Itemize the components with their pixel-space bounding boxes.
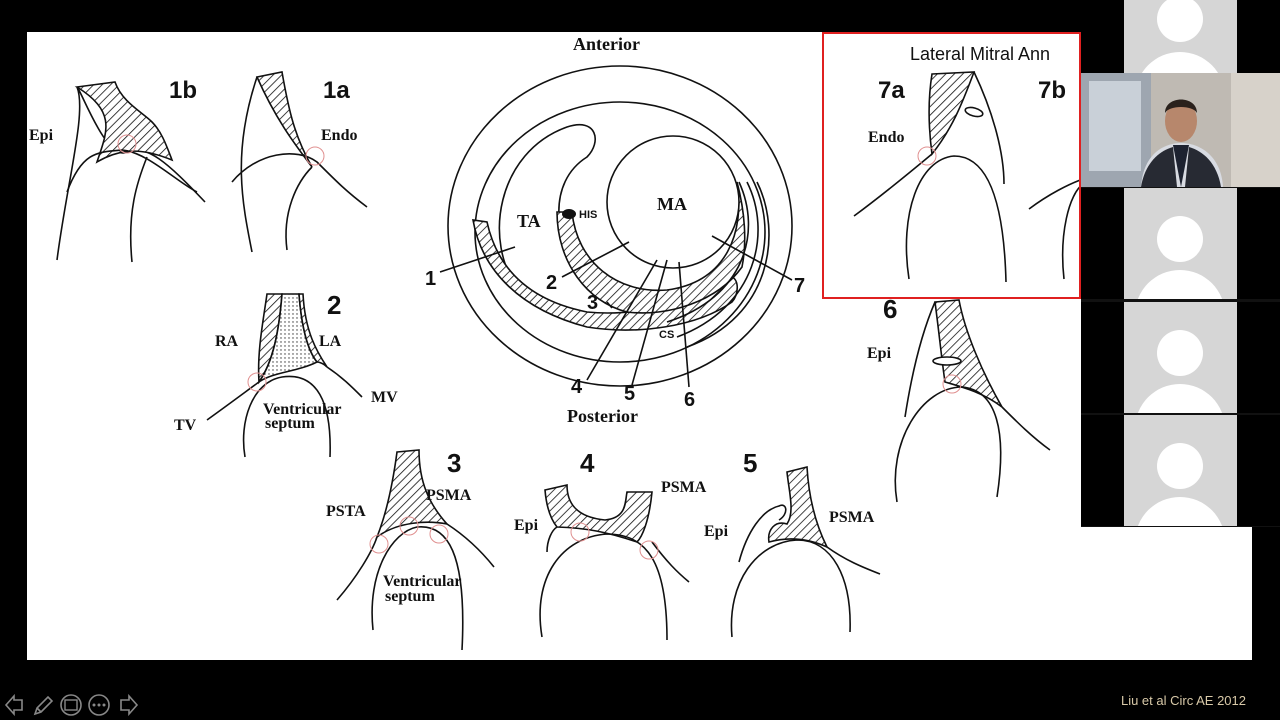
- diagram-number-1: 1: [425, 268, 436, 290]
- panel-2: 2 RA LA MV TV Ventricular septum: [174, 290, 398, 458]
- diagram-his-label: HIS: [579, 209, 597, 221]
- avatar-icon: [1157, 216, 1203, 262]
- diagram-number-2: 2: [546, 272, 557, 294]
- panel-4-psma: PSMA: [661, 479, 707, 496]
- panel-3: 3 PSTA PSMA Ventricular septum: [326, 448, 495, 651]
- slide-view-icon[interactable]: [59, 694, 83, 716]
- panel-5-psma: PSMA: [829, 509, 875, 526]
- speaker-video: [1081, 73, 1280, 187]
- annulus-figure: 1b Epi 1a Endo 2 RA LA MV TV Ventricular…: [29, 34, 1051, 651]
- diagram-number-7: 7: [794, 275, 805, 297]
- panel-1a-label: Endo: [321, 127, 357, 144]
- panel-3-psta: PSTA: [326, 503, 366, 520]
- diagram-number-4: 4: [571, 376, 583, 398]
- panel-1b-title: 1b: [169, 77, 197, 104]
- diagram-anterior-label: Anterior: [573, 34, 640, 54]
- diagram-ta-label: TA: [517, 211, 541, 231]
- avatar-icon: [1157, 443, 1203, 489]
- presentation-toolbar: [0, 688, 160, 720]
- pen-icon[interactable]: [31, 694, 55, 716]
- avatar-icon: [1157, 330, 1203, 376]
- panel-6-title: 6: [883, 294, 897, 324]
- panel-3-psma: PSMA: [426, 487, 472, 504]
- panel-3-septum-line1: Ventricular: [383, 573, 462, 590]
- diagram-number-5: 5: [624, 383, 635, 405]
- panel-2-septum-line2: septum: [265, 415, 315, 432]
- inset-7b-title: 7b: [1038, 77, 1066, 104]
- panel-4-epi: Epi: [514, 517, 539, 534]
- lateral-mitral-inset: Lateral Mitral Ann 7a Endo 7b: [822, 32, 1081, 299]
- citation-text: Liu et al Circ AE 2012: [1120, 693, 1246, 708]
- panel-1b: 1b Epi: [29, 77, 206, 263]
- inset-title: Lateral Mitral Ann: [910, 44, 1051, 64]
- inset-7a-label: Endo: [868, 129, 904, 146]
- participant-gallery: [1081, 0, 1280, 527]
- diagram-number-6: 6: [684, 389, 695, 411]
- panel-6-label: Epi: [867, 345, 892, 362]
- diagram-number-3: 3: [587, 292, 598, 314]
- panel-1a: 1a Endo: [231, 71, 368, 253]
- prev-arrow-icon[interactable]: [4, 694, 28, 716]
- avatar-icon: [1157, 0, 1203, 42]
- panel-5-epi: Epi: [704, 523, 729, 540]
- panel-5: 5 Epi PSMA: [704, 448, 881, 638]
- participant-video-tile[interactable]: [1081, 73, 1280, 187]
- diagram-cs-label: CS: [659, 329, 674, 341]
- panel-1a-title: 1a: [323, 77, 350, 104]
- panel-2-septum-line1: Ventricular: [263, 401, 342, 418]
- panel-2-mv: MV: [371, 389, 398, 406]
- more-options-icon[interactable]: [87, 694, 111, 716]
- inset-7a-title: 7a: [878, 77, 905, 104]
- panel-3-title: 3: [447, 448, 461, 478]
- panel-4: 4 Epi PSMA: [514, 448, 707, 641]
- panel-6: 6 Epi: [867, 294, 1051, 503]
- panel-2-tv: TV: [174, 417, 197, 434]
- participant-tile[interactable]: [1081, 302, 1280, 413]
- panel-5-title: 5: [743, 448, 757, 478]
- panel-2-la: LA: [319, 333, 342, 350]
- center-annulus-diagram: Anterior Posterior TA MA HIS CS 1 2 3 4 …: [425, 34, 805, 426]
- next-arrow-icon[interactable]: [115, 694, 139, 716]
- diagram-ma-label: MA: [657, 194, 687, 214]
- diagram-posterior-label: Posterior: [567, 406, 638, 426]
- panel-1b-label: Epi: [29, 127, 54, 144]
- panel-3-septum-line2: septum: [385, 588, 435, 605]
- panel-2-title: 2: [327, 290, 341, 320]
- panel-4-title: 4: [580, 448, 595, 478]
- inset-figure: 7a Endo 7b: [853, 71, 1079, 283]
- panel-2-ra: RA: [215, 333, 239, 350]
- participant-tile[interactable]: [1081, 188, 1280, 299]
- participant-tile[interactable]: [1081, 415, 1280, 526]
